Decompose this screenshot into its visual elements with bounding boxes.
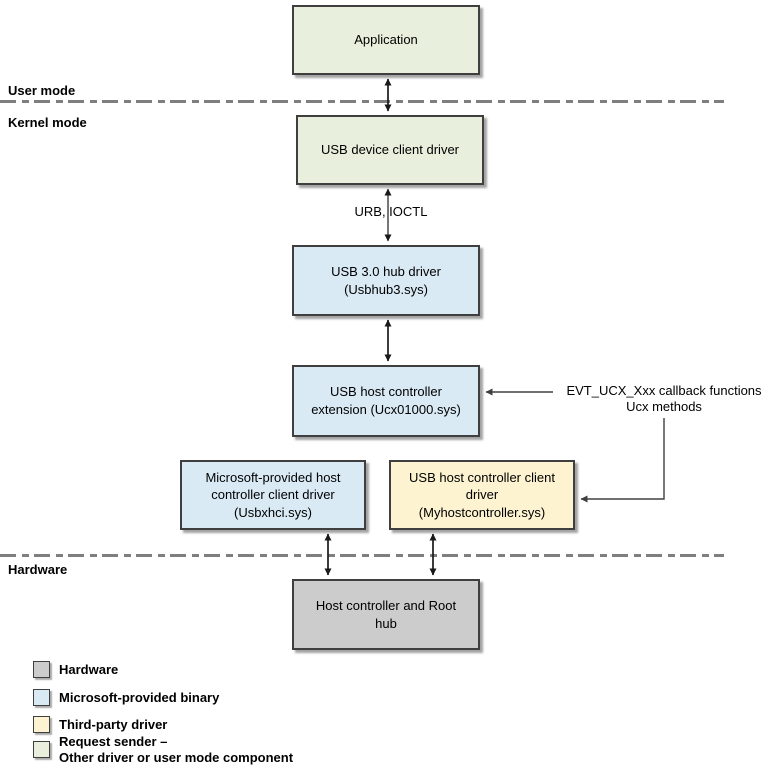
- box-usb-hub-driver: USB 3.0 hub driver (Usbhub3.sys): [292, 245, 480, 316]
- legend-item-microsoft-binary: Microsoft-provided binary: [33, 689, 219, 706]
- request-sender-swatch: [33, 741, 50, 759]
- arrow-callback-to-thirdparty-driver: [580, 418, 665, 503]
- urb-ioctl-label: URB, IOCTL: [330, 204, 452, 220]
- user-mode-label: User mode: [8, 83, 76, 98]
- kernel-mode-label: Kernel mode: [8, 115, 87, 130]
- legend-label: Hardware: [59, 661, 119, 677]
- box-usb-host-controller-extension: USB host controller extension (Ucx01000.…: [292, 365, 480, 437]
- box-microsoft-host-controller-client-driver: Microsoft-provided host controller clien…: [180, 460, 366, 530]
- hardware-swatch: [33, 661, 50, 678]
- legend-label: Third-party driver: [59, 716, 168, 732]
- legend-item-third-party: Third-party driver: [33, 716, 167, 733]
- evt-ucx-callback-label: EVT_UCX_Xxx callback functions Ucx metho…: [566, 383, 762, 414]
- third-party-swatch: [33, 716, 50, 733]
- box-usb-host-controller-client-driver: USB host controller client driver (Myhos…: [389, 460, 575, 530]
- user-kernel-divider-line: [0, 100, 724, 103]
- legend-item-request-sender: Request sender – Other driver or user mo…: [33, 734, 293, 765]
- microsoft-binary-swatch: [33, 689, 50, 706]
- legend-label: Microsoft-provided binary: [59, 689, 220, 705]
- legend-item-hardware: Hardware: [33, 661, 118, 678]
- box-usb-device-client-driver: USB device client driver: [296, 115, 484, 185]
- box-host-controller-and-root-hub: Host controller and Root hub: [292, 579, 480, 650]
- legend-label: Request sender – Other driver or user mo…: [59, 734, 294, 765]
- hardware-divider-line: [0, 554, 724, 557]
- box-application: Application: [292, 5, 480, 75]
- hardware-zone-label: Hardware: [8, 562, 68, 577]
